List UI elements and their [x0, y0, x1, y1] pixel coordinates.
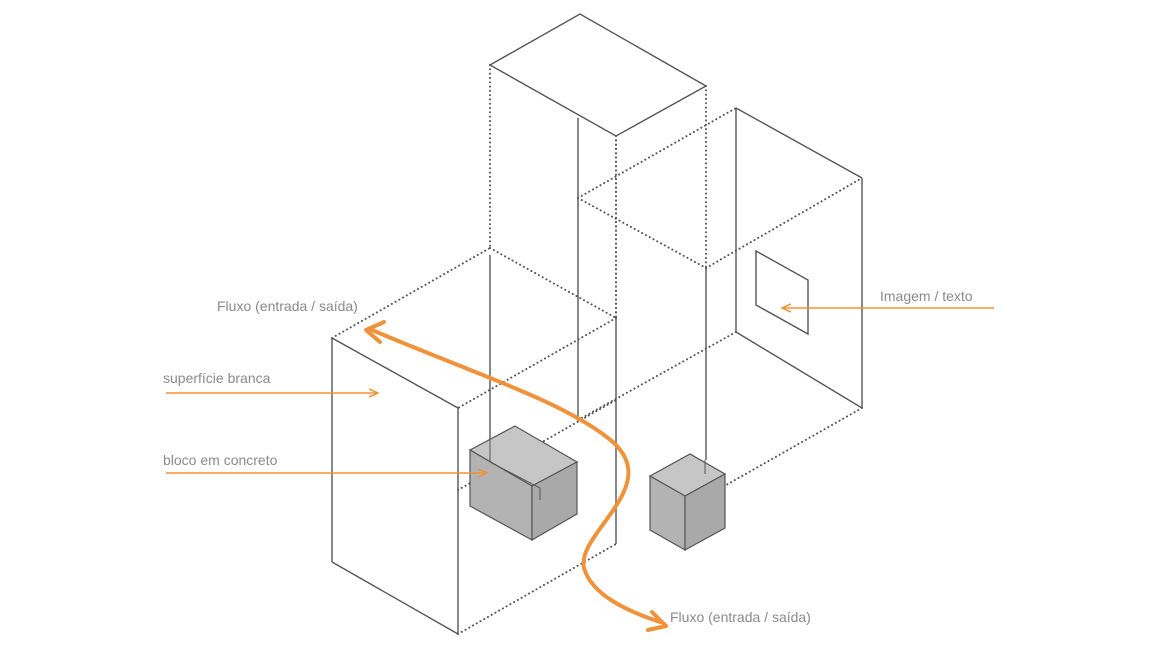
label-flow-bottom: Fluxo (entrada / saída) — [670, 609, 811, 625]
left-box-top-left-edge — [331, 337, 459, 409]
image-panel — [755, 249, 809, 336]
left-box — [331, 247, 617, 635]
right-box-top-front-edge — [705, 177, 863, 269]
label-image-text: Imagem / texto — [880, 288, 973, 304]
flow-curve — [370, 328, 662, 624]
tall-tower — [488, 13, 708, 440]
tower-top-face — [488, 13, 708, 137]
label-flow-top: Fluxo (entrada / saída) — [217, 298, 358, 314]
left-box-top-back-edge — [331, 247, 491, 339]
right-box-bottom-front-edge — [704, 407, 863, 498]
right-box-bottom-right-edge — [735, 331, 863, 409]
right-box-top-left-edge — [577, 197, 707, 269]
right-box-top-back-edge — [577, 107, 737, 199]
left-box-bottom-front-edge — [457, 543, 617, 635]
label-white-surface: superfície branca — [163, 370, 271, 386]
left-box-bottom-left-edge — [331, 561, 459, 635]
label-concrete-block: bloco em concreto — [163, 452, 278, 468]
right-box-top-right-edge — [735, 107, 863, 179]
flow-arrowhead-bottom — [646, 610, 668, 632]
left-box-top-right-edge — [489, 247, 617, 319]
flow-arrowhead-top — [364, 320, 386, 344]
right-box-bottom-back-edge — [577, 331, 737, 421]
flow-path — [364, 320, 668, 632]
left-box-top-front-edge — [457, 317, 617, 409]
concrete-block-right — [648, 453, 727, 552]
concrete-block-left — [468, 425, 579, 542]
right-box — [577, 107, 863, 498]
